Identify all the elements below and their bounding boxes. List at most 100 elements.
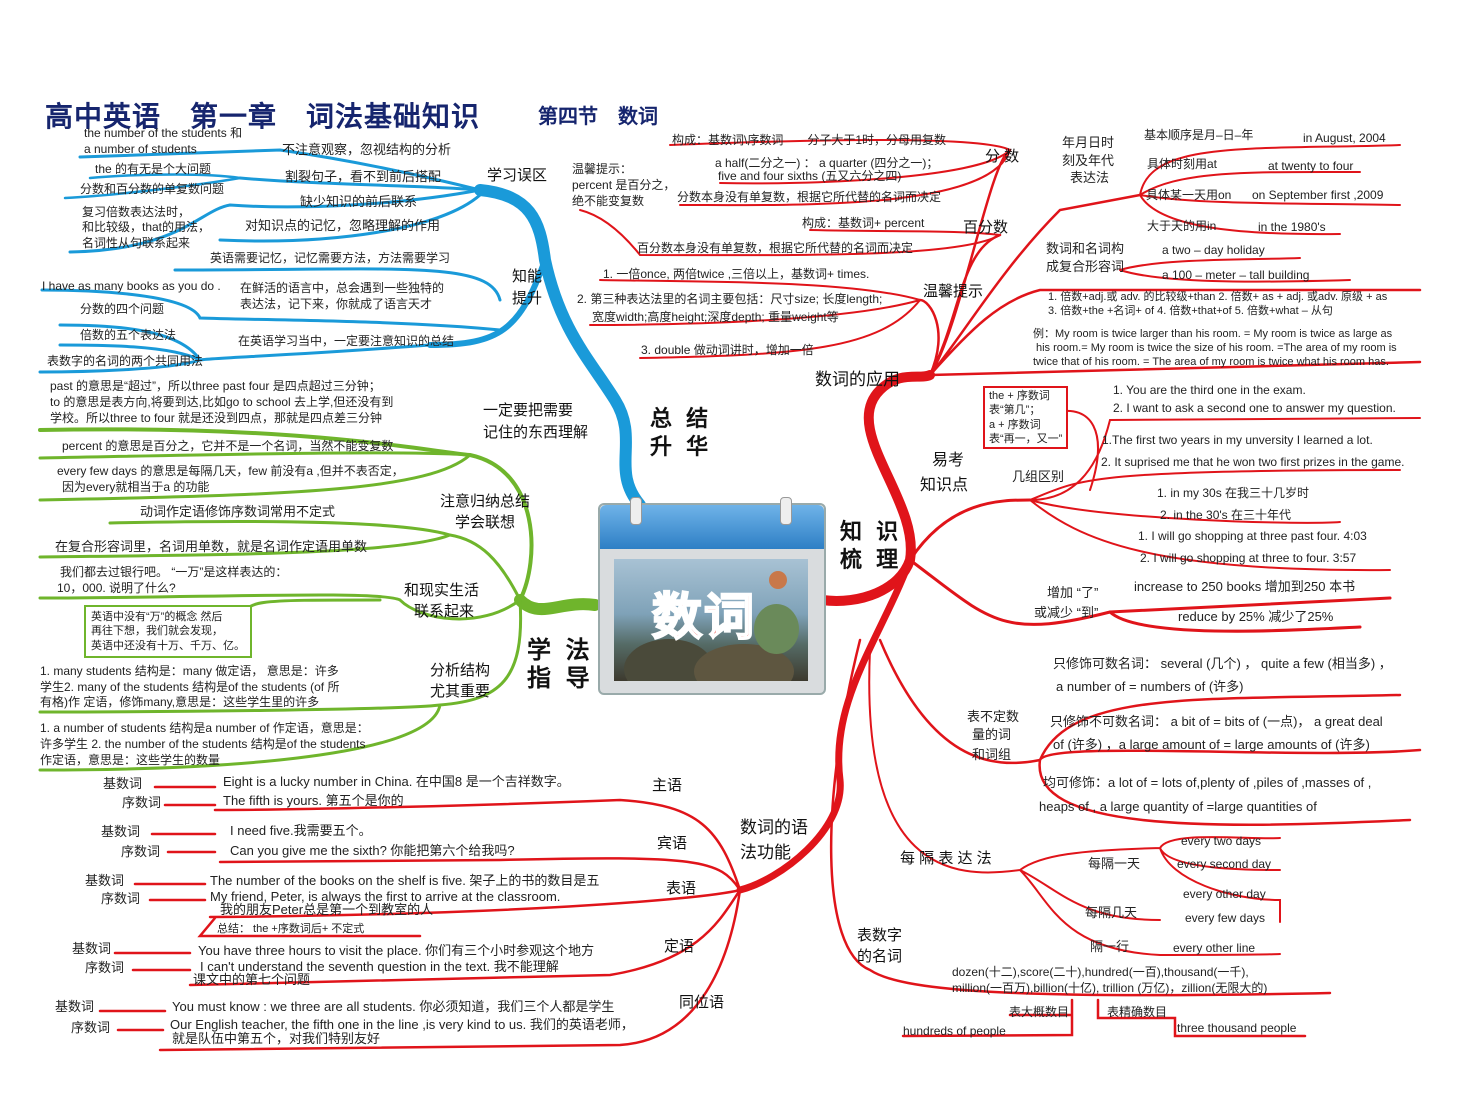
role-example: The number of the books on the shelf is … [210, 873, 600, 888]
exam-label: 易考 [932, 452, 965, 469]
indefinite-item: 只修饰不可数名词： a bit of = bits of (一点)， a gre… [1050, 714, 1383, 729]
stone-shape [769, 571, 787, 589]
exam-label: 知识点 [920, 477, 969, 494]
reminder-item: 2. 第三种表达法里的名词主要包括：尺寸size; 长度length; [577, 292, 883, 306]
summary-label: 总 结 [650, 406, 713, 431]
role-example: 就是队伍中第五个，对我们特别友好 [172, 1031, 381, 1046]
understand-item: to 的意思是表方向,将要到达,比如go to school 去上学,但还没有到 [50, 395, 394, 409]
percent-item: 百分数本身没有单复数，根据它所代替的名词而决定 [637, 241, 914, 255]
exact-label: 表精确数目 [1107, 1005, 1168, 1019]
ability-label: 知能 [512, 268, 543, 285]
every-sub-label: 每隔一天 [1088, 856, 1141, 871]
compound-label: 数词和名词构 [1046, 241, 1125, 256]
number-nouns-label: 的名词 [857, 948, 903, 965]
mistakes-label: 学习误区 [487, 167, 548, 184]
role-example: I can't understand the seventh question … [200, 959, 559, 974]
structure-item: 1. many students 结构是：many 做定语， 意思是：许多 [40, 664, 339, 678]
compound-item: a 100 – meter – tall building [1162, 268, 1310, 282]
multiple-example: 例：My room is twice larger than his room.… [1033, 328, 1393, 340]
every-item: every few days [1185, 911, 1266, 925]
method-label: 指 导 [527, 665, 594, 692]
reminder-item: 1. 一倍once, 两倍twice ,三倍以上，基数词+ times. [603, 267, 870, 281]
knowledge-label: 梳 理 [840, 547, 903, 572]
role-example: You must know : we three are all student… [172, 999, 615, 1014]
reallife-label: 联系起来 [414, 603, 475, 620]
grammar-label: 数词的语 [740, 818, 808, 837]
role-label: 同位语 [679, 994, 725, 1011]
summary-label: 升 华 [650, 434, 713, 459]
date-example: on September first ,2009 [1252, 188, 1384, 202]
reallife-label: 和现实生活 [404, 582, 480, 599]
grammar-label: 法功能 [740, 843, 791, 862]
understand-label: 一定要把需要 [483, 402, 574, 419]
method-label: 学 法 [527, 637, 594, 664]
mistake-item: 不注意观察，忽视结构的分析 [282, 142, 452, 157]
understand-item: every few days 的意思是每隔几天，few 前没有a ,但并不表否定… [57, 464, 404, 478]
structure-label: 分析结构 [430, 662, 491, 679]
knowledge-branch-lines [98, 139, 1422, 1052]
ability-detail: I have as many books as you do . [42, 279, 221, 293]
reallife-item: 我们都去过银行吧。 “一万”是这样表达的： [60, 565, 288, 579]
mistake-item: 割裂句子，看不到前后搭配 [285, 169, 442, 184]
cardinal-tag: 基数词 [85, 873, 125, 888]
understand-item: 因为every就相当于a 的功能 [62, 480, 210, 494]
mistake-item: 对知识点的记忆，忽略理解的作用 [245, 218, 441, 233]
cardinal-tag: 基数词 [55, 999, 95, 1014]
date-example: in the 1980's [1258, 220, 1326, 234]
mistake-detail: 复习倍数表达法时， [82, 205, 191, 219]
group-item: 2. in the 30's 在三十年代 [1160, 508, 1292, 522]
understand-item: percent 的意思是百分之，它并不是一个名词，当然不能变复数 [62, 439, 394, 453]
date-rule: 大于天的用in [1147, 219, 1217, 233]
application-label: 数词的应用 [815, 370, 900, 389]
role-example: I need five.我需要五个。 [230, 823, 372, 838]
approx-label: 表大概数目 [1009, 1005, 1070, 1019]
note-line: 再往下想，我们就会发现， [91, 625, 223, 638]
ability-item: 在鲜活的语言中，总会遇到一些独特的 [240, 281, 445, 295]
indefinite-item: 只修饰可数名词： several (几个) ， quite a few (相当多… [1053, 656, 1392, 671]
every-item: every two days [1181, 834, 1262, 848]
ordinal-article-box: the + 序数词 表“第几”； a + 序数词 表“再一，又一” [983, 386, 1069, 450]
dates-label: 表达法 [1070, 170, 1110, 185]
multiple-rule: 1. 倍数+adj.或 adv. 的比较级+than 2. 倍数+ as + a… [1048, 291, 1388, 303]
date-rule: 具体时刻用at [1147, 157, 1218, 171]
dates-label: 年月日时 [1062, 135, 1115, 150]
reminder-item: 宽度width;高度height;深度depth; 重量weight等 [592, 310, 839, 324]
reallife-item: 10，000. 说明了什么? [57, 581, 176, 595]
cardinal-tag: 基数词 [72, 941, 112, 956]
ordinal-tag: 序数词 [121, 844, 161, 859]
indefinite-item: of (许多) ，a large amount of = large amoun… [1053, 737, 1370, 752]
center-label: 数词 [651, 588, 756, 646]
fraction-label: 分 数 [985, 148, 1020, 165]
structure-item: 有格)作 定语，修饰many,意思是：这些学生里的许多 [40, 695, 320, 709]
exact-example: three thousand people [1177, 1021, 1297, 1035]
date-example: at twenty to four [1268, 159, 1354, 173]
multiple-example: twice that of his room. = The area of my… [1033, 356, 1389, 368]
indefinite-item: heaps of , a large quantity of =large qu… [1039, 799, 1317, 814]
ability-detail: 倍数的五个表达法 [80, 328, 177, 342]
cardinal-tag: 基数词 [101, 824, 141, 839]
knowledge-label: 知 识 [840, 519, 903, 544]
ability-label: 提升 [512, 290, 543, 307]
every-item: every other day [1183, 887, 1266, 901]
every-sub-label: 每隔几天 [1085, 905, 1138, 920]
multiple-rule: 3. 倍数+the +名词+ of 4. 倍数+that+of 5. 倍数+wh… [1048, 305, 1333, 317]
every-sub-label: 隔一行 [1090, 939, 1130, 954]
role-label: 宾语 [657, 835, 688, 852]
compound-item: a two – day holiday [1162, 243, 1265, 257]
role-example: Our English teacher, the fifth one in th… [170, 1017, 634, 1032]
change-item: increase to 250 books 增加到250 本书 [1134, 579, 1356, 594]
ability-detail: 表数字的名词的两个共同用法 [47, 354, 204, 368]
ordinal-tag: 序数词 [71, 1020, 111, 1035]
associate-item: 在复合形容词里，名词用单数，就是名词作定语用单数 [55, 539, 368, 554]
role-example: 课文中的第七个问题 [193, 972, 311, 987]
multiple-example: his room.= My room is twice the size of … [1036, 342, 1397, 354]
ordinal-tag: 序数词 [122, 795, 162, 810]
role-label: 主语 [652, 777, 683, 794]
indefinite-label: 量的词 [972, 727, 1012, 742]
indefinite-item: a number of = numbers of (许多) [1056, 679, 1244, 694]
mistake-detail: 和比较级，that的用法， [82, 220, 211, 234]
calendar-ring-icon [630, 497, 642, 525]
stones-image: 数词 [614, 559, 808, 681]
